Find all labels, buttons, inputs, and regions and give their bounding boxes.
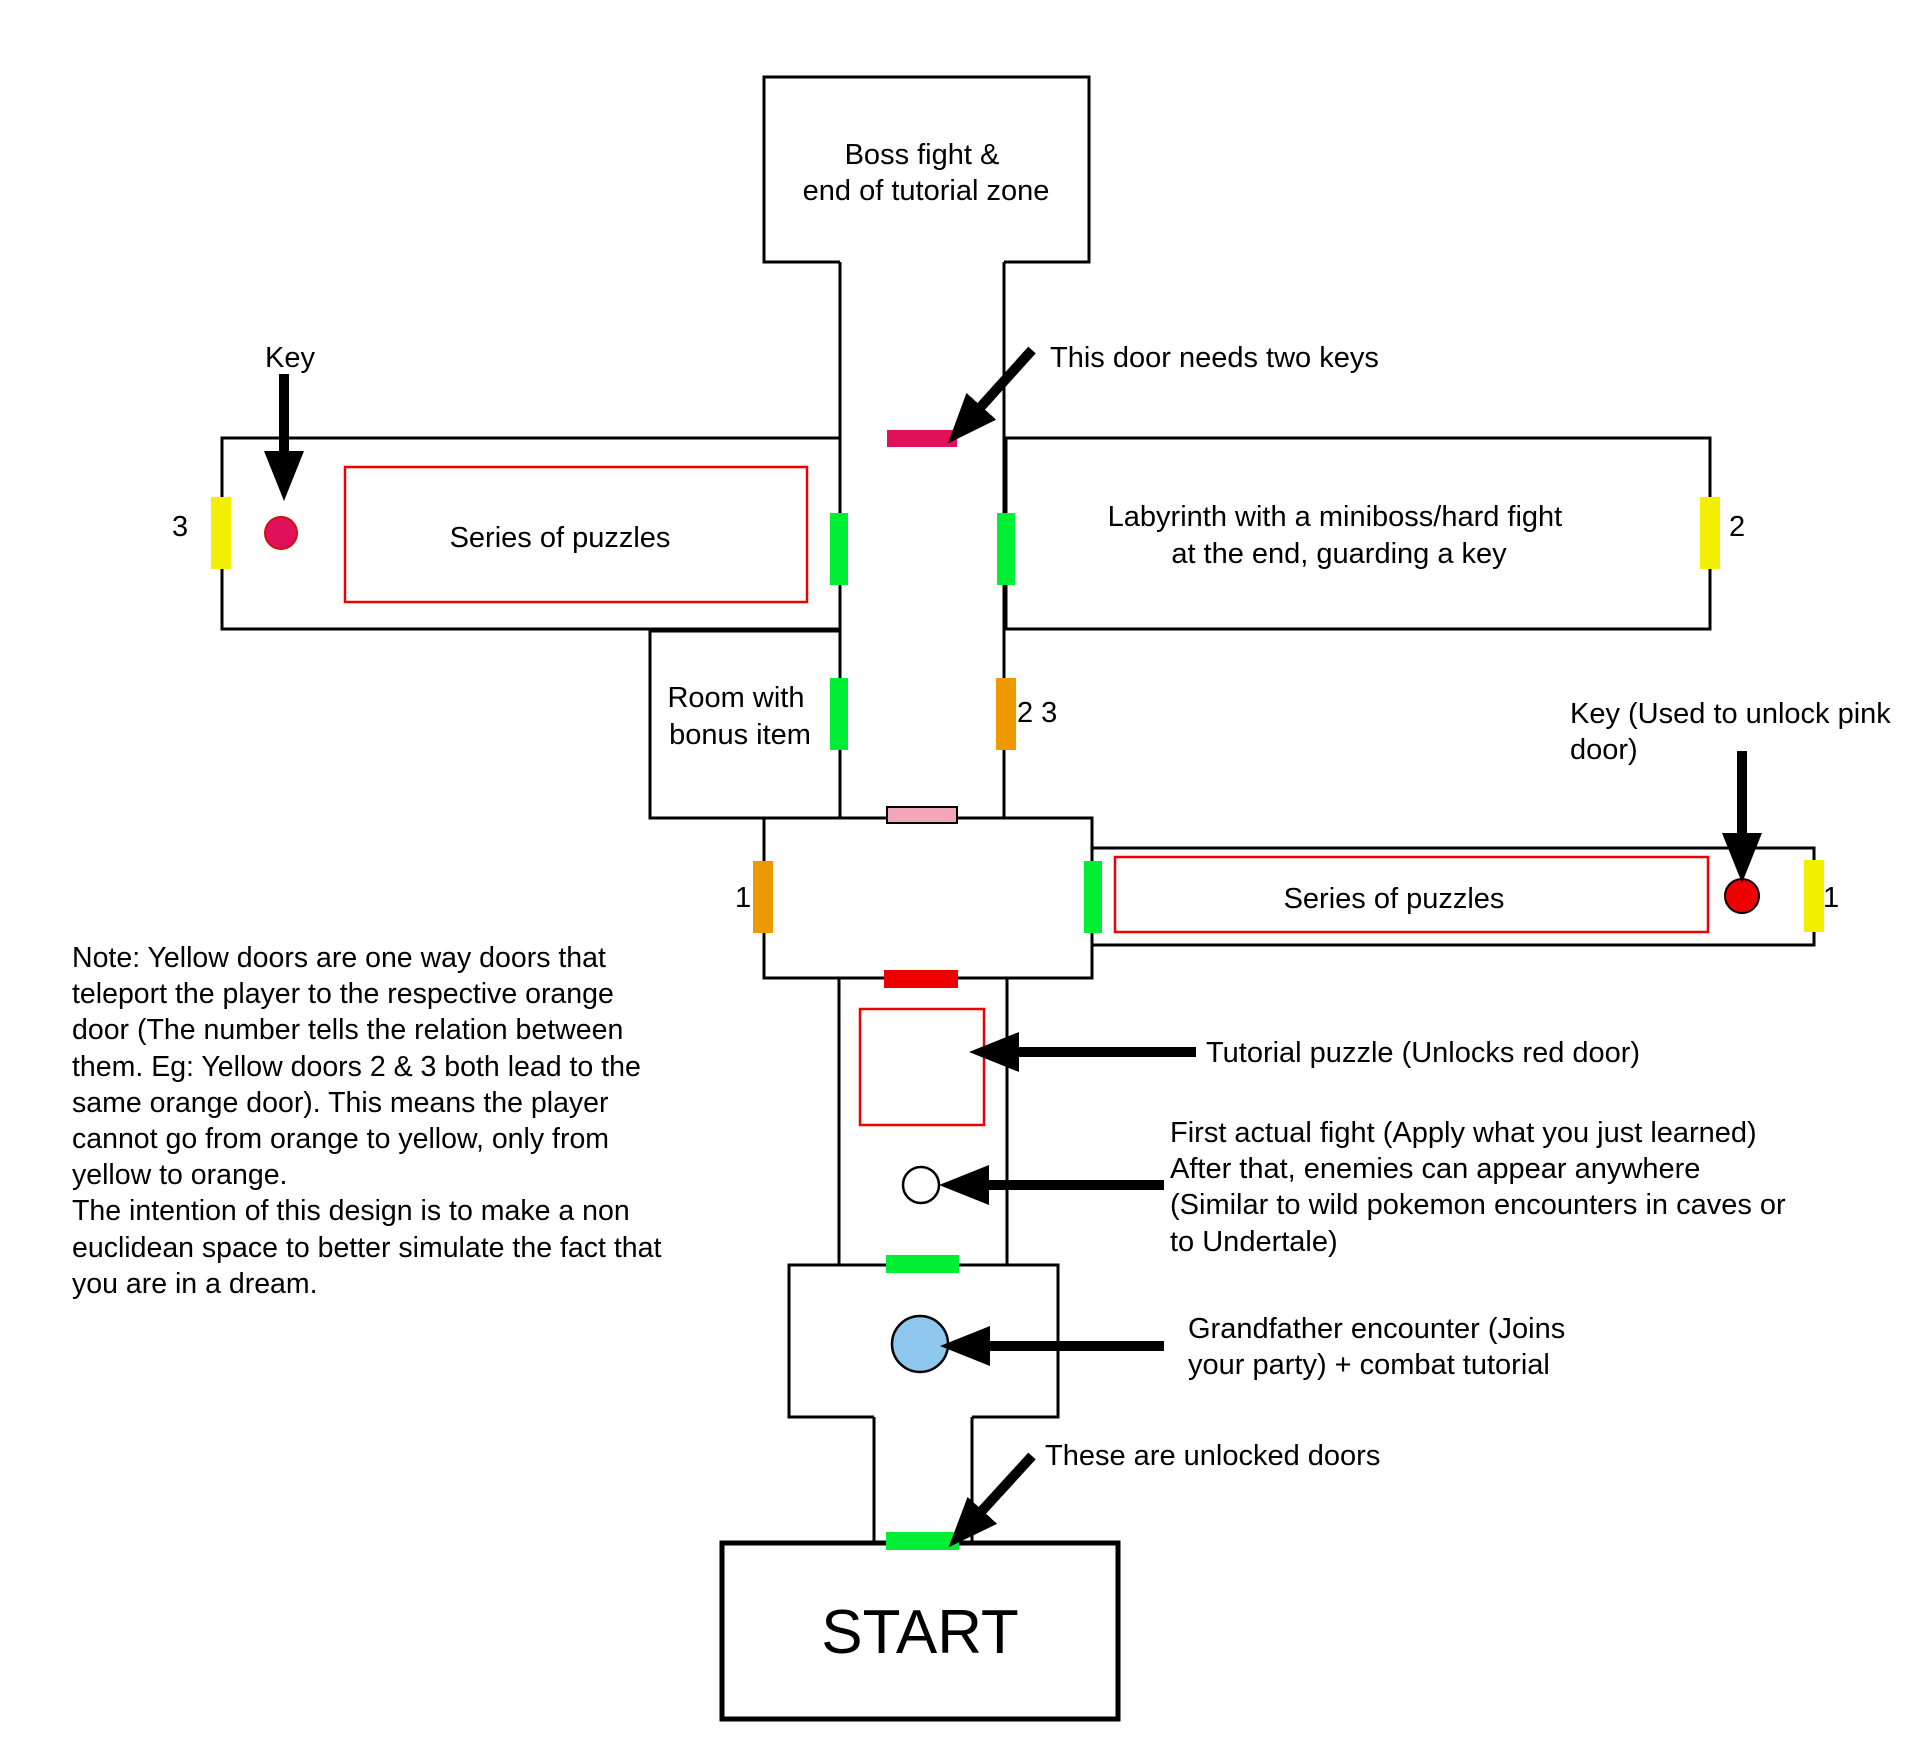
grandfather-marker-icon: [890, 1314, 950, 1374]
left-wing-door: [830, 513, 848, 585]
orange-door-upper: [996, 678, 1016, 750]
tutorial-room: [837, 976, 1009, 1267]
grandfather-annotation: Grandfather encounter (Joins your party)…: [1188, 1313, 1573, 1381]
arrow-icon: [947, 346, 1036, 444]
yellow-door-1: [1804, 860, 1824, 932]
orange-door-lower: [753, 861, 773, 933]
tutorial-puzzle-area: [858, 1007, 986, 1127]
labyrinth-room: [1004, 436, 1712, 631]
first-fight-annotation: First actual fight (Apply what you just …: [1170, 1117, 1794, 1258]
yellow-door-3: [211, 497, 231, 569]
red-door: [884, 970, 958, 988]
unlocked-doors-annotation: These are unlocked doors: [1045, 1440, 1380, 1472]
hub-room: [762, 816, 1094, 980]
right-puzzles-label: Series of puzzles: [1284, 883, 1505, 915]
orange-door-lower-number: 1: [735, 882, 751, 914]
right-puzzle-area: [1113, 855, 1710, 934]
yellow-door-3-number: 3: [172, 511, 188, 543]
tutorial-puzzle-annotation: Tutorial puzzle (Unlocks red door): [1206, 1037, 1640, 1069]
yellow-door-2: [1700, 497, 1720, 569]
left-puzzle-area: [343, 465, 809, 604]
orange-door-upper-number: 2 3: [1017, 697, 1057, 729]
pink-door: [886, 806, 958, 824]
labyrinth-label: Labyrinth with a miniboss/hard fight at …: [1108, 501, 1571, 570]
yellow-door-2-number: 2: [1729, 511, 1745, 543]
start-label: START: [821, 1598, 1019, 1667]
arrow-icon: [948, 1452, 1036, 1548]
key-right-annotation: Key (Used to unlock pink door): [1570, 698, 1899, 766]
design-note: Note: Yellow doors are one way doors tha…: [72, 942, 662, 1300]
boss-room-label: Boss fight & end of tutorial zone: [803, 139, 1050, 207]
bonus-room-label: Room with bonus item: [667, 682, 812, 751]
bonus-room-door: [830, 678, 848, 750]
enemy-marker-icon: [901, 1165, 941, 1205]
labyrinth-door: [997, 513, 1015, 585]
boss-room: [762, 75, 1091, 264]
right-corridor-door: [1084, 861, 1102, 933]
left-puzzles-label: Series of puzzles: [450, 522, 671, 554]
key-marker-icon: [1724, 878, 1760, 914]
two-key-door: [887, 430, 957, 447]
yellow-door-1-number: 1: [1823, 882, 1839, 914]
key-left-annotation: Key: [265, 342, 315, 374]
grandfather-north-door: [886, 1255, 959, 1273]
key-marker-icon: [264, 516, 298, 550]
start-door: [886, 1532, 959, 1550]
two-keys-annotation: This door needs two keys: [1050, 342, 1379, 374]
